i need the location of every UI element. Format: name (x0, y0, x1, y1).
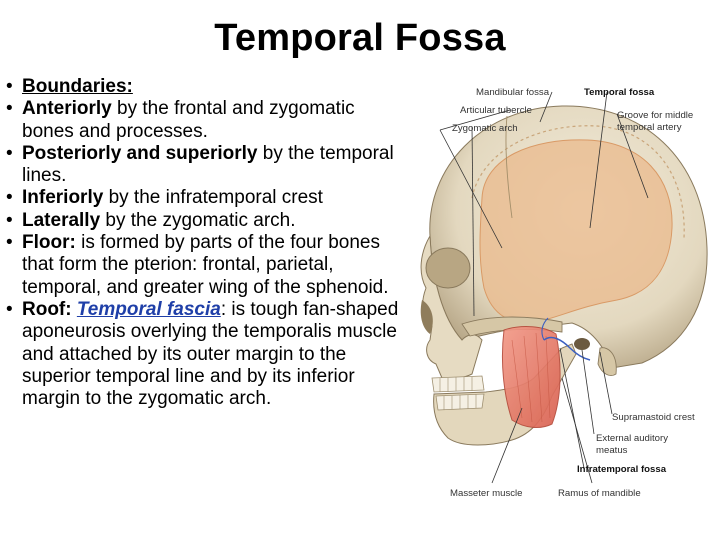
bullet-item: Roof: Temporal fascia: is tough fan-shap… (6, 299, 411, 410)
label-supramastoid-crest: Supramastoid crest (612, 412, 695, 423)
bullet-item: Floor: is formed by parts of the four bo… (6, 232, 411, 299)
bullet-text-part: Inferiorly (22, 187, 104, 209)
upper-teeth (431, 375, 485, 393)
coronal-suture (505, 115, 513, 219)
label-masseter-muscle: Masseter muscle (450, 488, 523, 499)
label-infratemporal-fossa: Infratemporal fossa (577, 464, 667, 475)
bullet-list: Boundaries:Anteriorly by the frontal and… (6, 76, 411, 410)
mastoid-process (597, 347, 617, 376)
bullet-text-part: Anteriorly (22, 98, 112, 120)
bullet-text-part: Laterally (22, 209, 101, 231)
bullet-item: Inferiorly by the infratemporal crest (6, 187, 411, 210)
label-temporal-fossa: Temporal fossa (584, 87, 655, 98)
label-mandibular-fossa: Mandibular fossa (476, 87, 550, 98)
bullet-text-part: by the temporal lines. (22, 142, 394, 187)
bullet-text-part: by the zygomatic arch. (100, 209, 296, 231)
orbit (425, 247, 471, 289)
temporal-fossa-region (479, 139, 673, 324)
label-groove-line2: temporal artery (617, 122, 682, 133)
bullet-item: Posteriorly and superiorly by the tempor… (6, 143, 411, 188)
external-auditory-meatus (574, 338, 590, 350)
bullet-text-part: Floor: (22, 232, 76, 254)
label-leaders (439, 91, 649, 484)
bullet-item: Boundaries: (6, 76, 411, 99)
bullet-text-part: Roof: (22, 298, 72, 320)
bullet-text-part: Posteriorly and superiorly (22, 142, 258, 164)
bullet-text-part: : is tough fan-shaped aponeurosis overly… (22, 298, 399, 410)
bullet-text-part: by the infratemporal crest (103, 187, 323, 209)
bullet-text-part: Boundaries: (22, 76, 133, 97)
label-ext-auditory-line1: External auditory (596, 433, 668, 444)
label-zygomatic-arch: Zygomatic arch (452, 123, 518, 134)
bullet-text-part: Temporal fascia (76, 298, 221, 320)
bullet-item: Laterally by the zygomatic arch. (6, 209, 411, 233)
nasal-aperture (420, 300, 433, 334)
label-ramus-of-mandible: Ramus of mandible (558, 488, 641, 499)
temporal-line (471, 125, 685, 239)
bullet-text-part: by the frontal and zygomatic bones and p… (22, 98, 355, 142)
slide-title: Temporal Fossa (214, 17, 506, 59)
zygomatic-arch (461, 316, 563, 337)
bullet-text-part: is formed by parts of the four bones tha… (22, 232, 389, 298)
masseter-muscle (501, 326, 561, 428)
label-articular-tubercle: Articular tubercle (460, 105, 532, 116)
skull-illustration: Mandibular fossa Temporal fossa Articula… (420, 87, 708, 499)
bullet-item: Anteriorly by the frontal and zygomatic … (6, 98, 411, 143)
label-groove-line1: Groove for middle (617, 110, 693, 121)
label-ext-auditory-line2: meatus (596, 445, 628, 456)
